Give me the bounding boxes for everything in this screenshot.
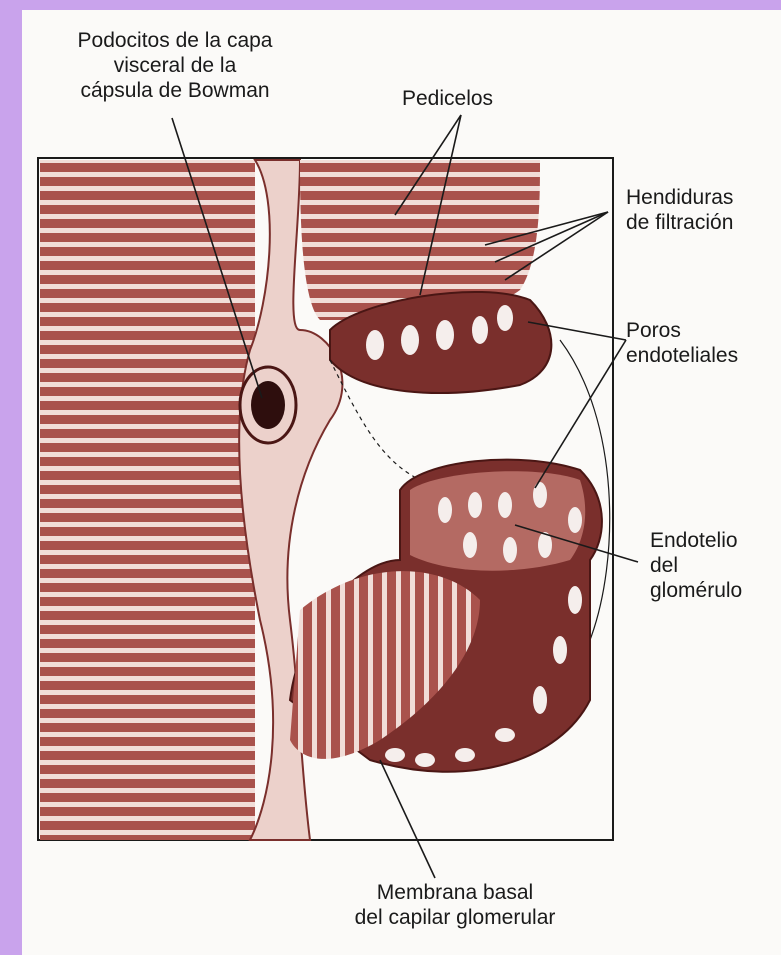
label-hendiduras: Hendiduras de filtración	[626, 185, 733, 235]
label-poros: Poros endoteliales	[626, 318, 738, 368]
label-pedicelos: Pedicelos	[402, 86, 493, 111]
capillary-lumen	[410, 471, 585, 570]
label-podocitos: Podocitos de la capa visceral de la cáps…	[30, 28, 320, 103]
label-endotelio: Endotelio del glomérulo	[650, 528, 742, 603]
podocyte-nucleus	[251, 381, 285, 429]
label-membrana: Membrana basal del capilar glomerular	[305, 880, 605, 930]
